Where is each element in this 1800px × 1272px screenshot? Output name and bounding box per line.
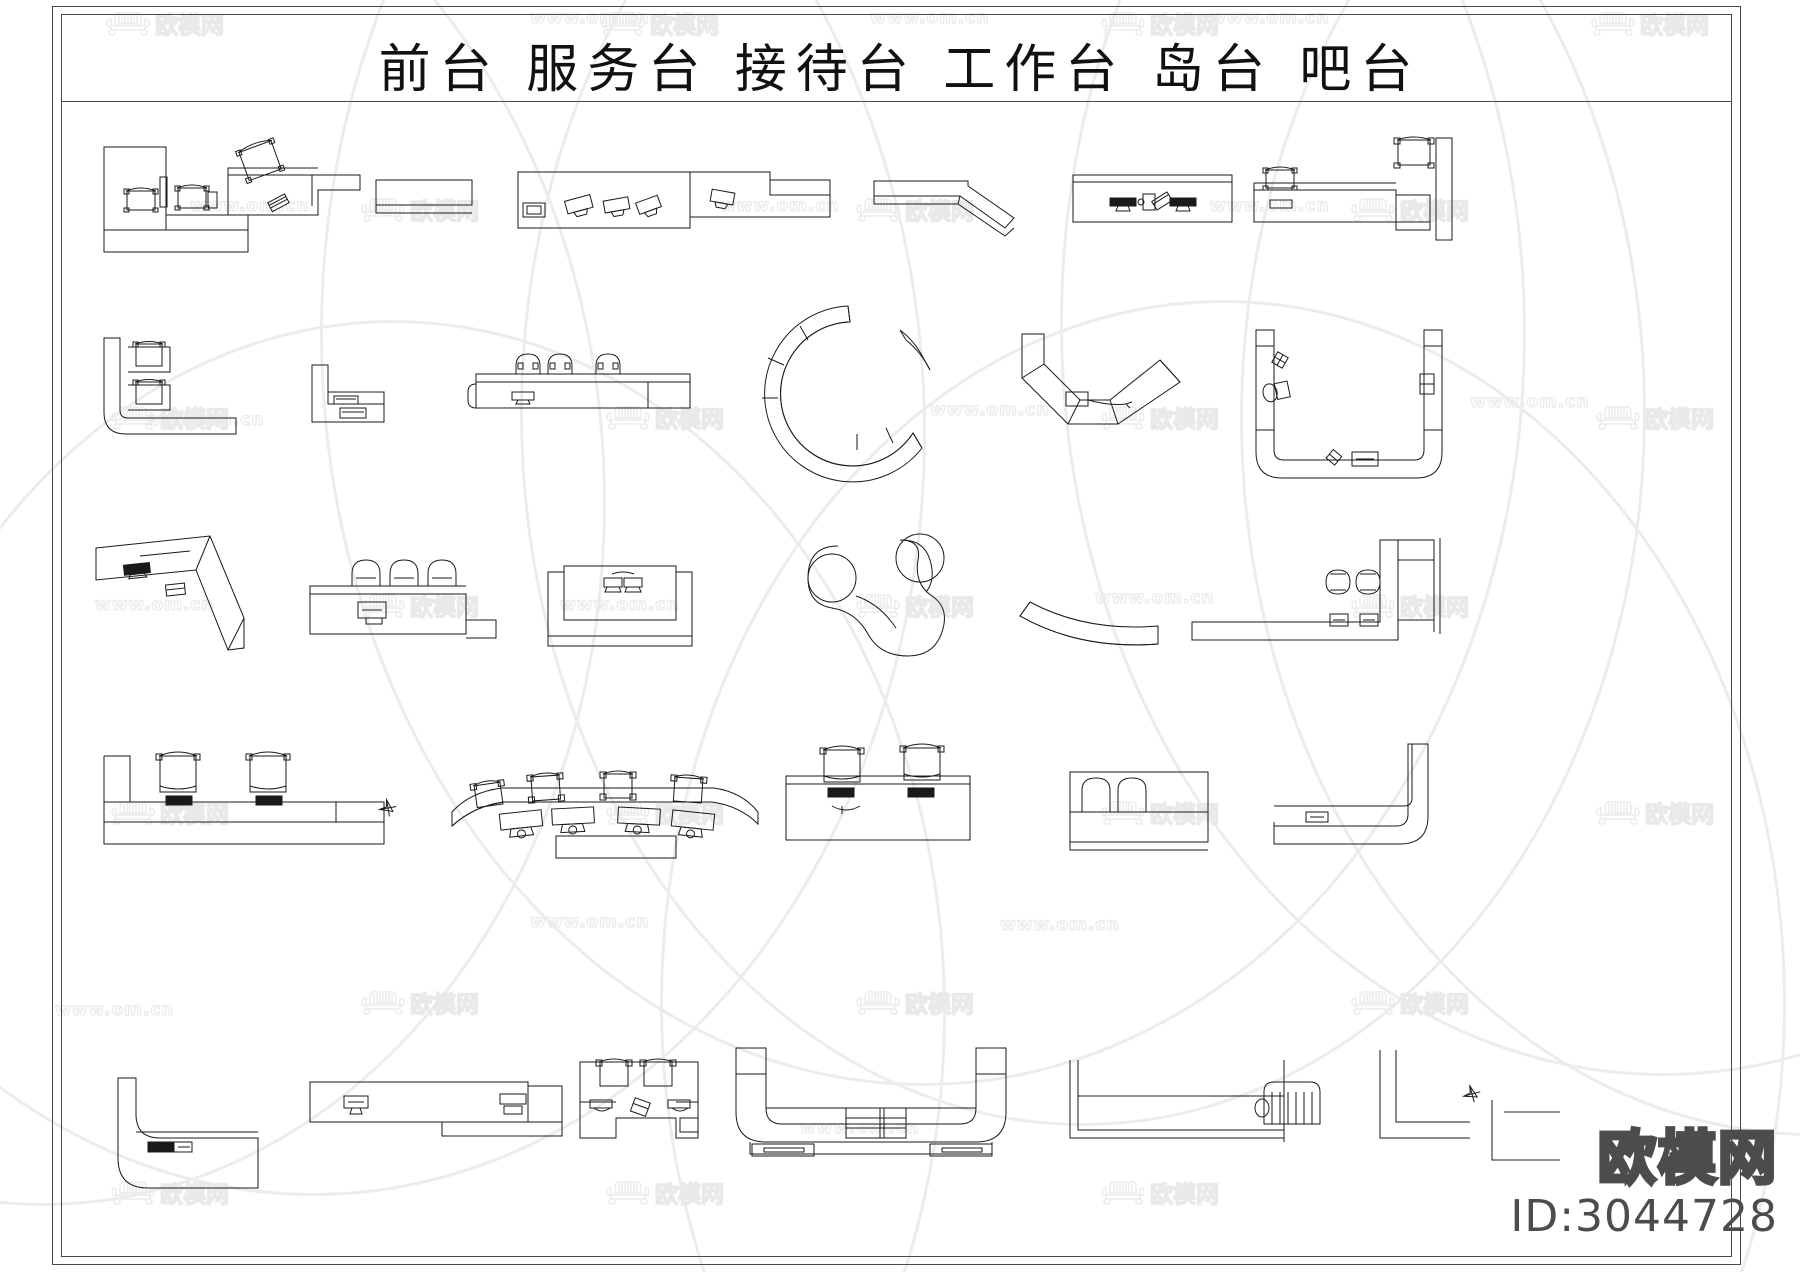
- brand-block: 欧模网 ID:3044728: [1510, 1124, 1778, 1242]
- cad-block-r2-c6: [1255, 329, 1443, 479]
- cad-block-r3-c1: [95, 535, 245, 651]
- cad-block-r4-c4: [1069, 771, 1209, 851]
- cad-block-r2-c3: [467, 353, 691, 409]
- cad-block-r5-c4: [735, 1047, 1007, 1157]
- brand-name: 欧模网: [1596, 1124, 1778, 1193]
- page-title: 前台 服务台 接待台 工作台 岛台 吧台: [378, 40, 1422, 100]
- cad-block-r1-c2: [227, 137, 361, 216]
- cad-block-r2-c5: [1021, 333, 1181, 425]
- cad-block-r1-c6: [1072, 174, 1233, 223]
- cad-block-r3-c3: [547, 565, 693, 647]
- cad-block-r1-c7: [1253, 136, 1453, 241]
- cad-block-r1-c1: [103, 146, 249, 253]
- cad-block-r3-c6: [1191, 538, 1441, 641]
- cad-block-r4-c5: [1273, 743, 1429, 845]
- cad-block-r5-c3: [579, 1058, 699, 1139]
- cad-block-misc: [1491, 1100, 1560, 1161]
- cad-block-r4-c2: [451, 770, 759, 859]
- cad-block-r4-c1: [103, 751, 397, 845]
- sheet-border-outer: [52, 6, 1741, 1265]
- cad-block-r2-c2: [311, 364, 385, 423]
- cad-block-r4-c3: [785, 743, 971, 841]
- title-separator-rule: [62, 101, 1731, 102]
- sheet-border-inner: [61, 14, 1732, 1257]
- cad-block-r5-c1: [117, 1077, 259, 1189]
- model-id-label: ID:3044728: [1510, 1191, 1778, 1242]
- cad-block-r2-c4: [762, 305, 931, 483]
- cad-block-r5-c2: [309, 1081, 563, 1137]
